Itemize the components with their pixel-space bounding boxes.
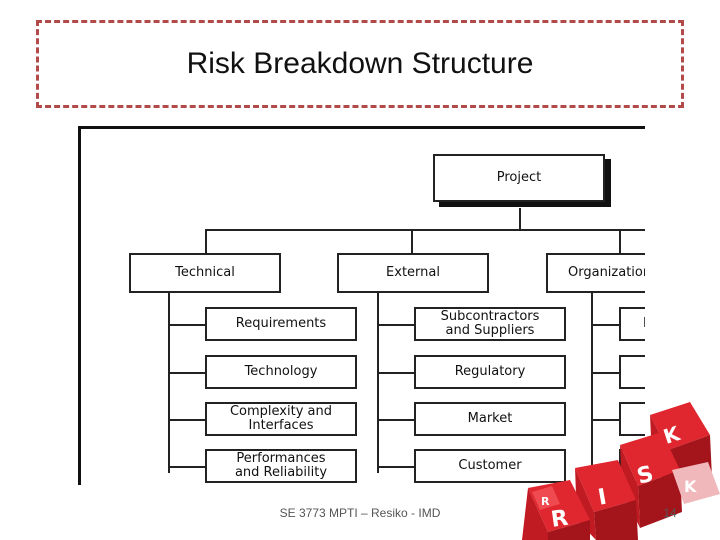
child-connector bbox=[377, 419, 415, 421]
spine-organizational bbox=[591, 293, 593, 473]
svg-text:R: R bbox=[550, 506, 570, 533]
node-regulatory: Regulatory bbox=[414, 355, 566, 389]
node-technology: Technology bbox=[205, 355, 357, 389]
svg-text:K: K bbox=[660, 421, 684, 449]
risk-cube-r: R bbox=[522, 480, 590, 540]
child-connector bbox=[168, 372, 206, 374]
node-market: Market bbox=[414, 402, 566, 436]
node-organizational-child bbox=[619, 449, 645, 483]
branch-connector-technical bbox=[205, 229, 207, 255]
svg-text:I: I bbox=[596, 485, 608, 511]
child-connector bbox=[168, 419, 206, 421]
spine-external bbox=[377, 293, 379, 473]
root-connector bbox=[519, 208, 521, 230]
rbs-diagram: Project Technical External Organizationa… bbox=[78, 126, 645, 485]
svg-text:K: K bbox=[684, 477, 697, 496]
node-requirements: Requirements bbox=[205, 307, 357, 341]
child-connector bbox=[591, 372, 621, 374]
slide-title: Risk Breakdown Structure bbox=[186, 47, 534, 80]
risk-cube-small: R bbox=[532, 486, 560, 510]
node-organizational-child: D bbox=[619, 307, 645, 341]
node-technical: Technical bbox=[129, 253, 281, 293]
risk-cube-k-right: K bbox=[672, 462, 720, 504]
child-connector bbox=[591, 419, 621, 421]
node-subcontractors-suppliers: Subcontractors and Suppliers bbox=[414, 307, 566, 341]
child-connector bbox=[591, 466, 621, 468]
node-project: Project bbox=[433, 154, 605, 202]
branch-connector-external bbox=[411, 229, 413, 255]
node-external: External bbox=[337, 253, 489, 293]
risk-cube-k-top: K bbox=[650, 402, 712, 492]
page-number: 14 bbox=[663, 506, 677, 520]
spine-technical bbox=[168, 293, 170, 473]
title-box: Risk Breakdown Structure bbox=[36, 20, 684, 108]
svg-text:R: R bbox=[541, 495, 550, 508]
child-connector bbox=[168, 324, 206, 326]
child-connector bbox=[168, 466, 206, 468]
child-connector bbox=[377, 466, 415, 468]
node-customer: Customer bbox=[414, 449, 566, 483]
child-connector bbox=[377, 324, 415, 326]
node-performances-reliability: Performances and Reliability bbox=[205, 449, 357, 483]
node-organizational-child bbox=[619, 355, 645, 389]
branch-connector-organizational bbox=[619, 229, 621, 255]
child-connector bbox=[591, 324, 621, 326]
slide-footer: SE 3773 MPTI – Resiko - IMD bbox=[279, 506, 441, 520]
node-organizational-label: Organizational bbox=[568, 265, 645, 280]
node-organizational: Organizational bbox=[546, 253, 645, 293]
branch-bus bbox=[205, 229, 645, 231]
child-connector bbox=[377, 372, 415, 374]
node-organizational-child bbox=[619, 402, 645, 436]
node-complexity-interfaces: Complexity and Interfaces bbox=[205, 402, 357, 436]
